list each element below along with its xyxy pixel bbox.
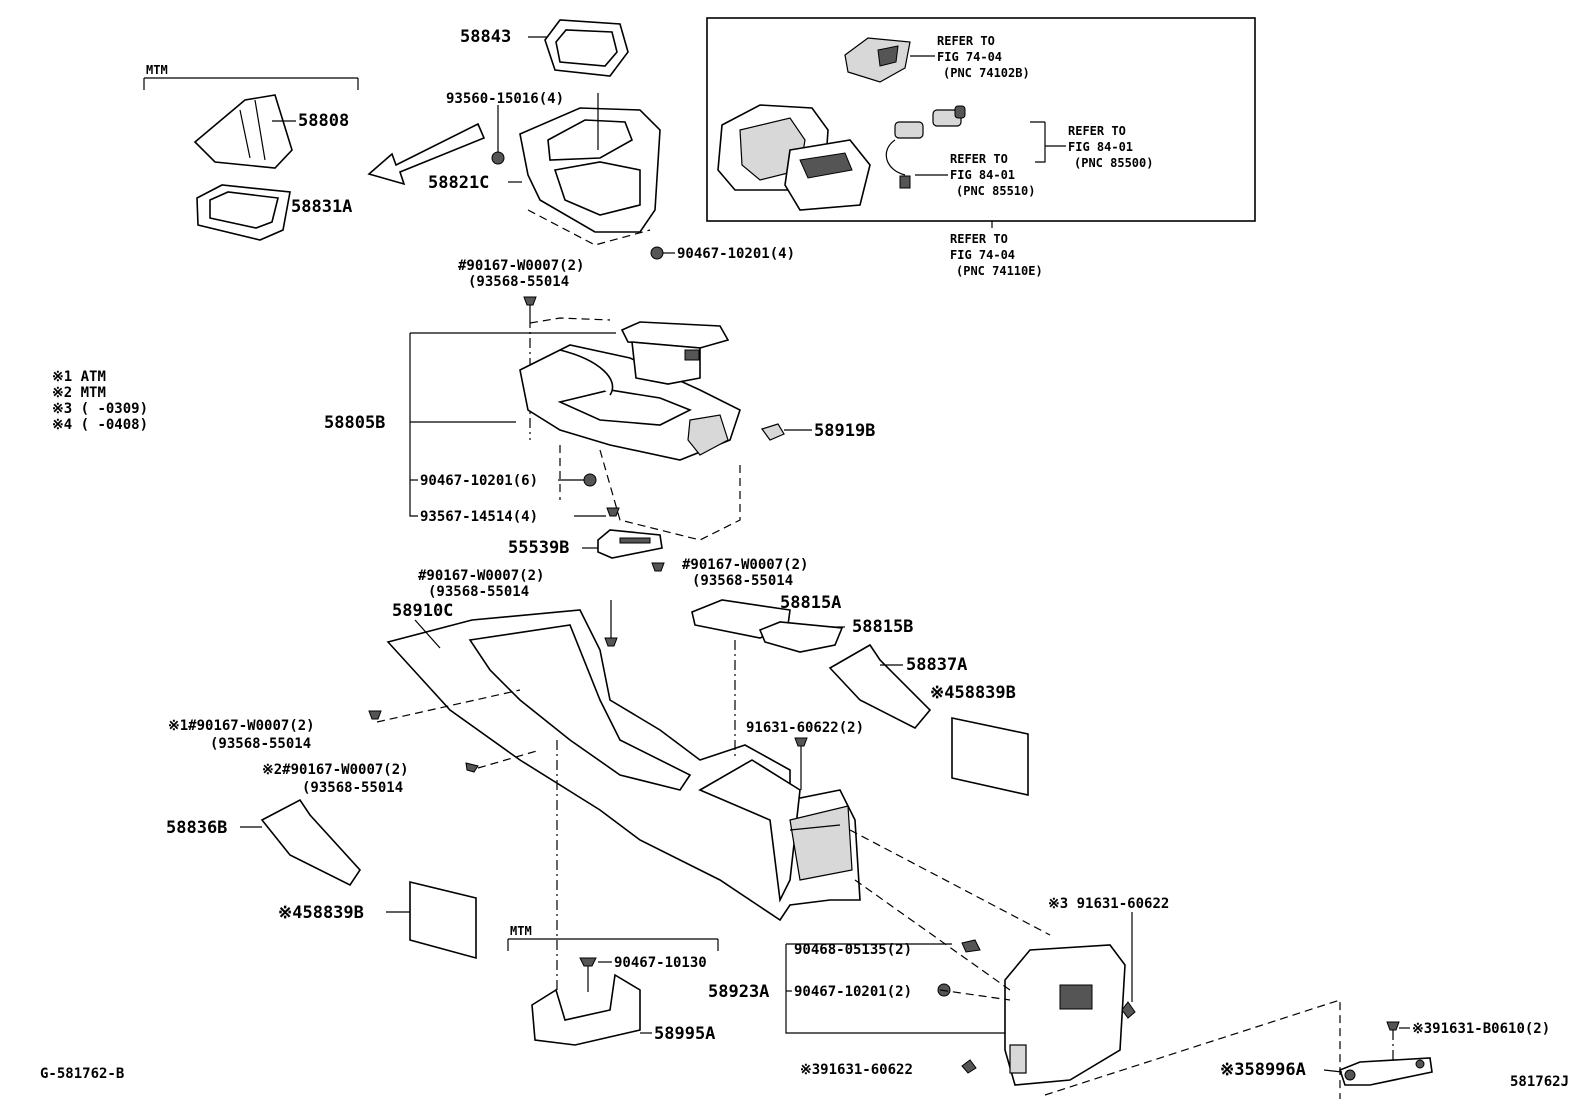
label-58805B: 58805B bbox=[324, 413, 385, 433]
ashtray-part bbox=[844, 37, 911, 83]
refer-1-line3: (PNC 74102B) bbox=[943, 66, 1030, 80]
footer-right-code: 581762J bbox=[1510, 1074, 1569, 1090]
boot-retainer-58831A bbox=[196, 184, 291, 241]
label-58836B: 58836B bbox=[166, 818, 227, 838]
label-91631-2: 91631-60622(2) bbox=[746, 720, 864, 736]
label-58815B: 58815B bbox=[852, 617, 913, 637]
lighter-socket-part bbox=[885, 105, 966, 189]
label-93568-mid-l: (93568-55014 bbox=[428, 584, 529, 600]
knob-58919B bbox=[761, 423, 785, 441]
label-91631-n3a: ※3 91631-60622 bbox=[1048, 896, 1169, 912]
label-90467-4: 90467-10201(4) bbox=[677, 246, 795, 262]
label-58910C: 58910C bbox=[392, 601, 453, 621]
label-90167-n2: ※2#90167-W0007(2) bbox=[262, 762, 409, 778]
refer-4-line2: FIG 74-04 bbox=[950, 248, 1015, 262]
bracket-58996A bbox=[1339, 1057, 1433, 1086]
label-93568-top: (93568-55014 bbox=[468, 274, 569, 290]
screw-91631-n3b bbox=[961, 1059, 977, 1074]
screw-91631-n3a bbox=[1121, 912, 1136, 1019]
clip-93560 bbox=[491, 151, 505, 165]
refer-2-line2: FIG 84-01 bbox=[1068, 140, 1133, 154]
pad-58839B-right bbox=[951, 717, 1029, 796]
label-93568-mid-r: (93568-55014 bbox=[692, 573, 793, 589]
note-1: ※1 ATM bbox=[52, 369, 106, 385]
note-2: ※2 MTM bbox=[52, 385, 106, 401]
label-58837A: 58837A bbox=[906, 655, 967, 675]
center-panel-58805B bbox=[519, 344, 741, 461]
label-58995A: 58995A bbox=[654, 1024, 715, 1044]
screw-93567 bbox=[606, 507, 620, 517]
console-box-part bbox=[717, 104, 871, 211]
refer-4-line3: (PNC 74110E) bbox=[956, 264, 1043, 278]
label-90167-top: #90167-W0007(2) bbox=[458, 258, 584, 274]
label-93567: 93567-14514(4) bbox=[420, 509, 538, 525]
rear-panel-58923A bbox=[1004, 944, 1126, 1086]
shift-boot bbox=[193, 94, 293, 169]
label-93568-n1: (93568-55014 bbox=[210, 736, 311, 752]
footer-left-code: G-581762-B bbox=[40, 1066, 124, 1082]
direction-arrow bbox=[367, 122, 486, 186]
label-90467-6: 90467-10201(6) bbox=[420, 473, 538, 489]
bracket-58995A bbox=[531, 973, 641, 1046]
label-58919B: 58919B bbox=[814, 421, 875, 441]
label-93560: 93560-15016(4) bbox=[446, 91, 564, 107]
refer-1-line1: REFER TO bbox=[937, 34, 995, 48]
label-58923A: 58923A bbox=[708, 982, 769, 1002]
screw-90167-mid-l bbox=[604, 600, 618, 647]
side-panel-58837A bbox=[828, 643, 932, 730]
label-58831A: 58831A bbox=[291, 197, 352, 217]
label-58815A: 58815A bbox=[780, 593, 841, 613]
screw-90167-n1 bbox=[368, 710, 382, 720]
label-58821C: 58821C bbox=[428, 173, 489, 193]
cup-holder-lid bbox=[620, 321, 730, 385]
label-90167-mid-r: #90167-W0007(2) bbox=[682, 557, 808, 573]
label-58839B-left: ※458839B bbox=[278, 903, 364, 923]
label-55539B: 55539B bbox=[508, 538, 569, 558]
screw-91631-60622-2 bbox=[794, 737, 808, 790]
label-93568-n2: (93568-55014 bbox=[302, 780, 403, 796]
refer-2-line3: (PNC 85500) bbox=[1074, 156, 1153, 170]
refer-inset-box bbox=[706, 17, 1256, 222]
screw-90167-mid-r bbox=[651, 562, 665, 572]
refer-1-line2: FIG 74-04 bbox=[937, 50, 1002, 64]
note-4: ※4 ( -0408) bbox=[52, 417, 148, 433]
clip-90467-6 bbox=[583, 473, 597, 487]
note-3: ※3 ( -0309) bbox=[52, 401, 148, 417]
side-panel-58836B bbox=[260, 798, 362, 887]
label-mtm-bottom: MTM bbox=[510, 924, 532, 938]
label-mtm-top: MTM bbox=[146, 63, 168, 77]
pad-58815B bbox=[758, 621, 844, 653]
label-90467-2: 90467-10201(2) bbox=[794, 984, 912, 1000]
screw-90167-top bbox=[523, 296, 537, 318]
label-91631-B0610: ※391631-B0610(2) bbox=[1412, 1021, 1550, 1037]
label-90167-mid-l: #90167-W0007(2) bbox=[418, 568, 544, 584]
screw-90467-10130 bbox=[579, 957, 597, 992]
label-58996A: ※358996A bbox=[1220, 1060, 1306, 1080]
bracket-55539B bbox=[597, 529, 663, 559]
refer-4-line1: REFER TO bbox=[950, 232, 1008, 246]
screw-91631-B0610 bbox=[1386, 1021, 1400, 1060]
refer-2-line1: REFER TO bbox=[1068, 124, 1126, 138]
bezel-58843 bbox=[544, 19, 629, 77]
clip-90467-10201 bbox=[650, 246, 664, 260]
label-58839B-right: ※458839B bbox=[930, 683, 1016, 703]
label-90467-10130: 90467-10130 bbox=[614, 955, 707, 971]
pad-58839B-left bbox=[409, 880, 477, 960]
console-body-58910C bbox=[386, 609, 861, 922]
label-90167-n1: ※1#90167-W0007(2) bbox=[168, 718, 315, 734]
label-58843: 58843 bbox=[460, 27, 511, 47]
label-90468: 90468-05135(2) bbox=[794, 942, 912, 958]
label-58808: 58808 bbox=[298, 111, 349, 131]
refer-3-line3: (PNC 85510) bbox=[956, 184, 1035, 198]
screw-90167-n2 bbox=[465, 762, 479, 773]
label-91631-n3b: ※391631-60622 bbox=[800, 1062, 913, 1078]
refer-3-line1: REFER TO bbox=[950, 152, 1008, 166]
clip-90468 bbox=[961, 939, 981, 953]
refer-3-line2: FIG 84-01 bbox=[950, 168, 1015, 182]
upper-panel-58821C bbox=[519, 107, 661, 233]
